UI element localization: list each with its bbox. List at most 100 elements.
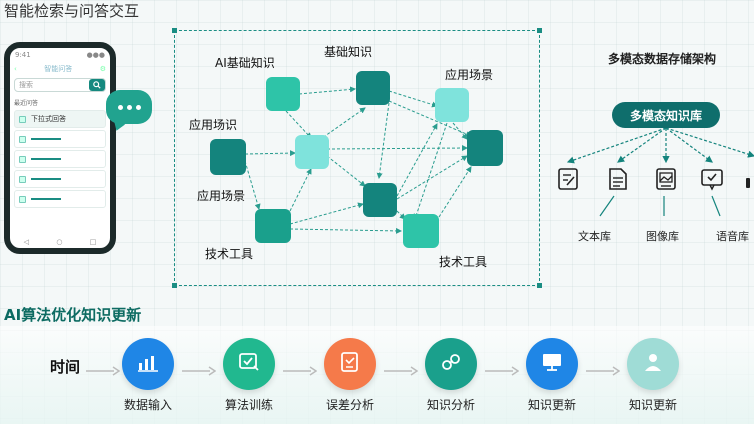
- phone-status-bar: 9:41 ●●●: [10, 48, 110, 62]
- phone-mockup: 9:41 ●●● ‹ 智能问答 ⚙ 搜索 最近问答 下拉式回答 ◁ ○ □: [4, 42, 116, 254]
- graph-edge: [298, 86, 356, 95]
- pipeline-step-2: [223, 338, 275, 390]
- flow-arrow: [86, 361, 121, 376]
- search-icon: [93, 81, 101, 89]
- graph-edge: [396, 123, 438, 197]
- corner-marker: [537, 28, 542, 33]
- graph-edge: [388, 90, 438, 108]
- text-doc-icon: [606, 166, 630, 192]
- graph-edge: [289, 202, 364, 225]
- graph-edge: [396, 210, 406, 220]
- pipeline-step-3: [324, 338, 376, 390]
- pipeline-step-label: 知识更新: [628, 398, 677, 412]
- node-label: 应用场景: [197, 189, 246, 203]
- pipeline-step-6: [627, 338, 679, 390]
- pipeline-title: AI算法优化知识更新: [4, 306, 142, 324]
- time-axis-label: 时间: [50, 358, 81, 376]
- pipeline-step-label: 知识更新: [527, 398, 576, 412]
- graph-node: [467, 130, 503, 166]
- search-button[interactable]: [89, 79, 105, 91]
- phone-signal: ●●●: [86, 51, 105, 59]
- settings-icon[interactable]: ⚙: [99, 65, 106, 73]
- list-item[interactable]: [14, 170, 106, 188]
- storage-child-label: 语音库: [716, 230, 749, 243]
- graph-node: [295, 135, 329, 169]
- corner-marker: [172, 283, 177, 288]
- phone-time: 9:41: [15, 51, 31, 59]
- graph-edge: [285, 110, 312, 139]
- checkbox-icon: [19, 175, 26, 183]
- node-label: 基础知识: [324, 45, 373, 59]
- phone-header: ‹ 智能问答 ⚙: [10, 62, 110, 76]
- user-icon: [641, 351, 665, 377]
- pipeline-step-1: [122, 338, 174, 390]
- graph-edge: [326, 145, 468, 152]
- node-label: 技术工具: [439, 255, 488, 269]
- list-item[interactable]: [14, 190, 106, 208]
- corner-marker: [537, 283, 542, 288]
- graph-edge: [452, 122, 468, 140]
- nav-recent-icon[interactable]: □: [89, 238, 97, 246]
- checklist-icon: [237, 351, 261, 377]
- knowledge-graph: AI基础知识 基础知识 应用场景 应用场识 应用场景 技术工具 技术工具: [172, 28, 542, 288]
- graph-node: [403, 214, 439, 248]
- back-icon[interactable]: ‹: [14, 65, 17, 73]
- graph-node: [255, 209, 291, 243]
- graph-node: [363, 183, 397, 217]
- list-item[interactable]: [14, 130, 106, 148]
- chat-bubble-icon: [106, 90, 152, 124]
- node-label: 应用场识: [189, 118, 238, 132]
- pipeline-step-4: [425, 338, 477, 390]
- link-icon: [439, 351, 463, 377]
- voice-doc-icon: [700, 166, 724, 192]
- page-title: 智能检索与问答交互: [4, 2, 140, 20]
- text-line: [31, 198, 61, 200]
- list-item[interactable]: 下拉式回答: [14, 110, 106, 128]
- graph-node: [356, 71, 390, 105]
- phone-section-label: 最近问答: [14, 100, 39, 107]
- pipeline-step-label: 误差分析: [325, 398, 374, 412]
- audio-doc-icon: [742, 170, 754, 196]
- flow-arrow: [485, 361, 520, 376]
- graph-edge: [244, 150, 296, 157]
- edit-doc-icon: [556, 166, 580, 192]
- nav-back-icon[interactable]: ◁: [23, 238, 30, 246]
- phone-header-title: 智能问答: [44, 65, 73, 73]
- graph-edge: [326, 155, 366, 187]
- checkbox-icon: [19, 115, 26, 123]
- phone-search-input[interactable]: 搜索: [14, 78, 106, 92]
- flow-arrow: [182, 361, 217, 376]
- error-doc-icon: [338, 351, 362, 377]
- bar-chart-icon: [136, 351, 160, 377]
- image-doc-icon: [654, 166, 678, 192]
- graph-edge: [413, 122, 448, 220]
- graph-node: [435, 88, 469, 122]
- search-placeholder: 搜索: [19, 81, 33, 89]
- graph-node: [210, 139, 246, 175]
- flow-arrow: [384, 361, 419, 376]
- text-line: [31, 138, 61, 140]
- storage-tree-lines: [566, 127, 754, 164]
- node-label: 技术工具: [205, 247, 254, 261]
- graph-edge: [289, 168, 312, 212]
- graph-edge: [244, 160, 261, 210]
- node-label: AI基础知识: [215, 56, 275, 70]
- text-line: [31, 158, 61, 160]
- flow-arrow: [283, 361, 318, 376]
- monitor-icon: [540, 351, 564, 377]
- graph-edge: [438, 166, 472, 218]
- flow-arrow: [586, 361, 621, 376]
- pipeline-step-label: 数据输入: [123, 398, 172, 412]
- storage-child-lines: [599, 195, 721, 217]
- nav-home-icon[interactable]: ○: [56, 238, 63, 246]
- pipeline-step-label: 算法训练: [224, 398, 273, 412]
- list-item-label: 下拉式回答: [31, 115, 66, 123]
- phone-nav-bar: ◁ ○ □: [10, 238, 110, 246]
- pipeline-step-label: 知识分析: [426, 398, 475, 412]
- text-line: [31, 178, 61, 180]
- list-item[interactable]: [14, 150, 106, 168]
- graph-edge: [396, 155, 468, 200]
- pipeline-step-5: [526, 338, 578, 390]
- graph-edge: [289, 227, 402, 234]
- graph-node: [266, 77, 300, 111]
